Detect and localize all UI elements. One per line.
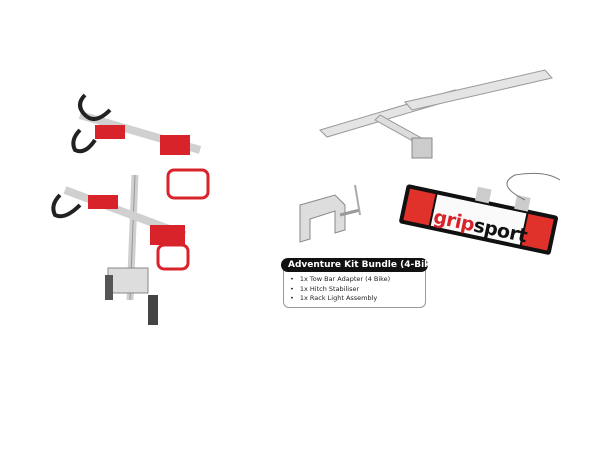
- kit-item: 1x Tow Bar Adapter (4 Bike): [290, 275, 419, 285]
- tow-bar-adapter: [319, 69, 553, 159]
- kit-bundle-box: Adventure Kit Bundle (4-Bike) 1x Tow Bar…: [281, 258, 440, 308]
- bike-rack: [51, 93, 210, 325]
- hitch-stabiliser: [299, 184, 361, 243]
- kit-item-list: 1x Tow Bar Adapter (4 Bike) 1x Hitch Sta…: [283, 266, 426, 308]
- kit-item: 1x Rack Light Assembly: [290, 294, 419, 304]
- rack-light-assembly: [399, 184, 559, 255]
- kit-item: 1x Hitch Stabiliser: [290, 285, 419, 295]
- kit-title: Adventure Kit Bundle (4-Bike): [281, 258, 440, 272]
